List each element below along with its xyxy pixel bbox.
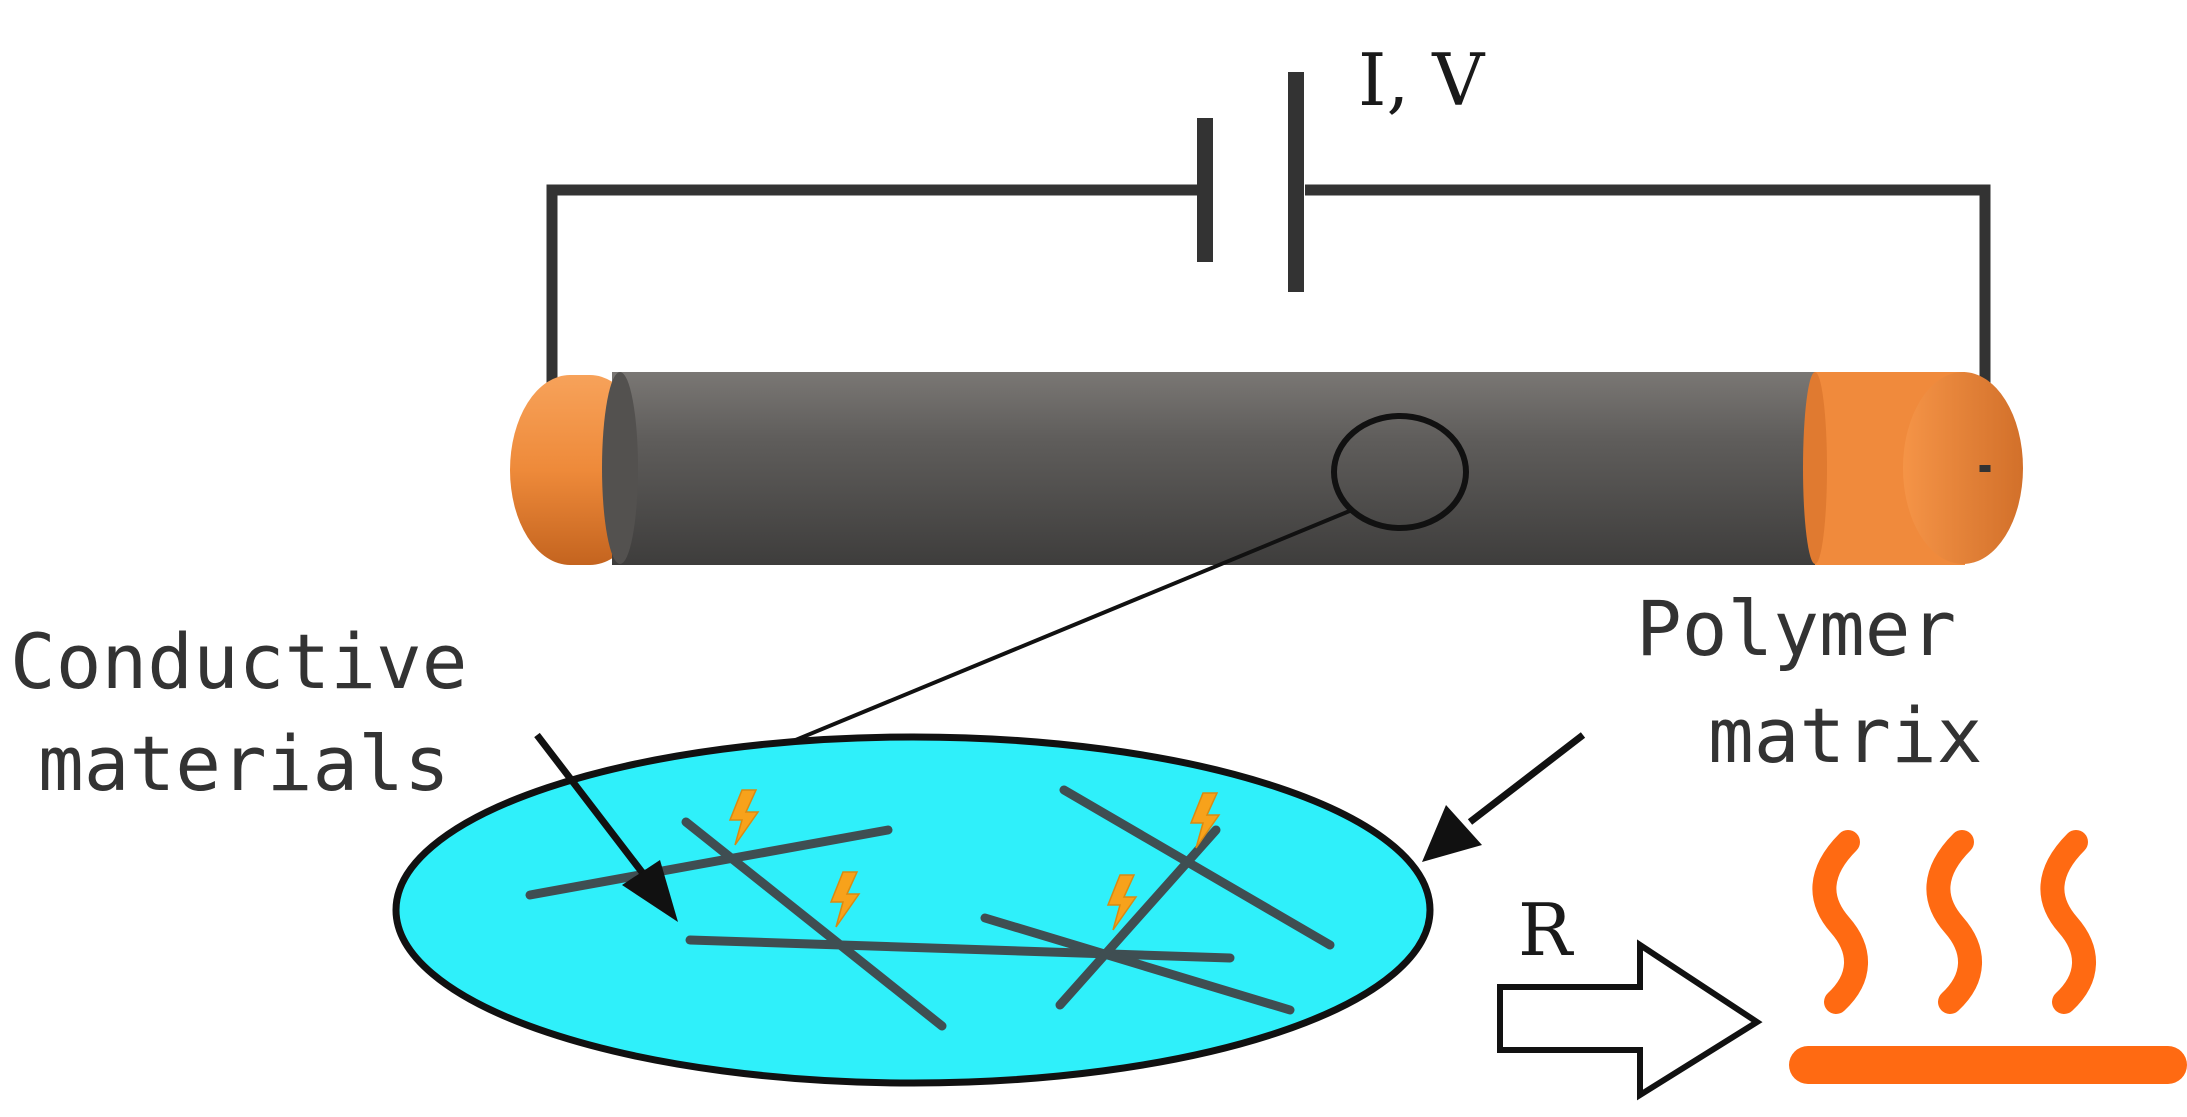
- right-electrode-cap-front: [1903, 372, 2023, 564]
- fiber: [525, 825, 893, 900]
- spark-3: [1106, 874, 1138, 931]
- fiber: [1059, 785, 1335, 950]
- spark-1: [728, 789, 760, 846]
- rod-body: [612, 372, 1942, 565]
- heat-wave-1: [1812, 830, 1868, 1014]
- heat-wave-3: [2040, 830, 2096, 1014]
- circuit-wire: [546, 184, 1991, 470]
- conductive-label-line1: Conductive: [10, 617, 468, 706]
- polymer-label-line2: matrix: [1708, 691, 1983, 780]
- conductive-pointer-arrow: [534, 732, 678, 922]
- lightning-bolt-icon: [728, 789, 1221, 931]
- polymer-arrowhead: [1422, 805, 1482, 862]
- polymer-matrix-ellipse: [392, 733, 1434, 1087]
- heat-wave-2: [1926, 830, 1982, 1014]
- right-arrow-icon: [1497, 939, 1763, 1101]
- magnifier-circle: [1331, 413, 1469, 531]
- polymer-pointer-arrow: [1422, 732, 1586, 862]
- resistance-label: R: [1518, 888, 1574, 972]
- conductive-fibers: [525, 785, 1335, 1031]
- fiber: [1055, 825, 1221, 1010]
- conductive-label-line2: materials: [38, 719, 450, 808]
- battery-symbol-icon: [1197, 72, 1304, 292]
- spark-2: [829, 871, 861, 928]
- rod-body-left-end: [602, 372, 638, 564]
- spark-4: [1189, 792, 1221, 849]
- polymer-label-line1: Polymer: [1636, 584, 1956, 673]
- right-electrode-cap-shade: [1803, 372, 1827, 564]
- wire-right: [1305, 184, 1991, 470]
- magnifier: [751, 413, 1469, 760]
- heat-waves-icon: [1789, 830, 2187, 1084]
- fiber: [681, 817, 947, 1031]
- conductive-arrowhead: [622, 860, 678, 922]
- polymer-matrix-zoom: [392, 733, 1434, 1087]
- composite-rod: [510, 372, 2023, 565]
- fiber: [980, 913, 1295, 1015]
- fiber: [685, 935, 1235, 963]
- source-label: I, V: [1358, 38, 1486, 122]
- magnifier-zoom-line: [751, 508, 1353, 760]
- wire-left: [546, 184, 1205, 386]
